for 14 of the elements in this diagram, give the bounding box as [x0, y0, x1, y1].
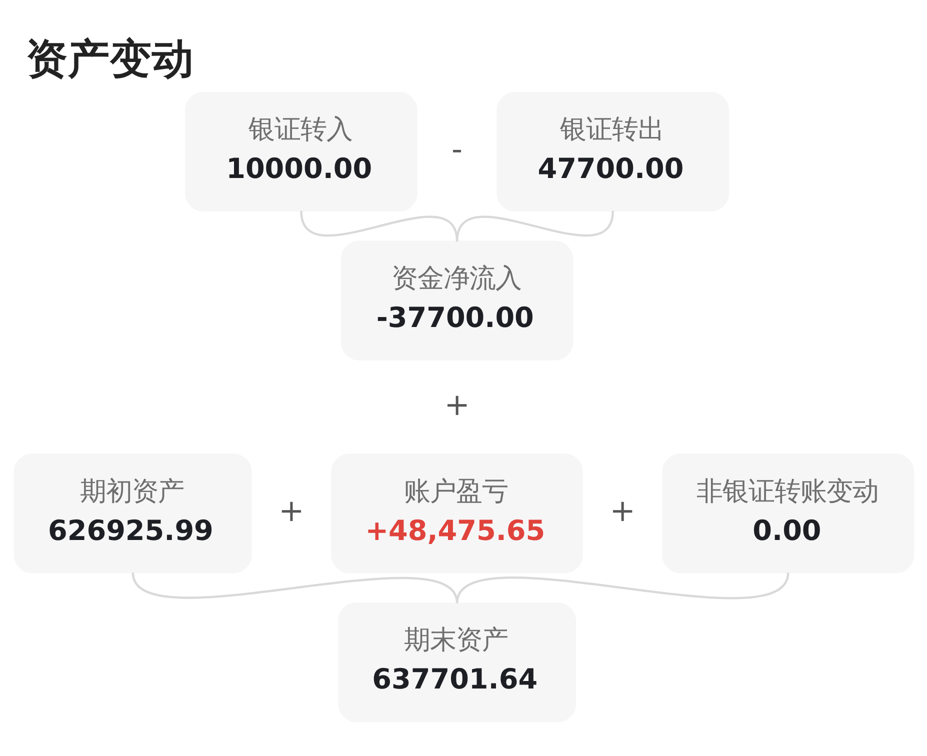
node-box: 期末资产 637701.64 — [338, 602, 576, 722]
label: - — [451, 132, 462, 168]
node-box: 资金净流入 -37700.00 — [340, 240, 573, 360]
connector — [131, 572, 458, 604]
node-box: 非银证转账变动 0.00 — [662, 453, 914, 573]
label: + — [609, 494, 635, 529]
connector — [455, 210, 614, 242]
node-box: 银证转出 47700.00 — [496, 91, 729, 212]
label: + — [278, 494, 304, 529]
label: + — [444, 387, 470, 422]
node-box: 银证转入 10000.00 — [184, 91, 417, 212]
connector — [456, 572, 789, 604]
node-box: 期初资产 626925.99 — [13, 453, 252, 573]
diagram-title: 资产变动 — [25, 34, 194, 83]
